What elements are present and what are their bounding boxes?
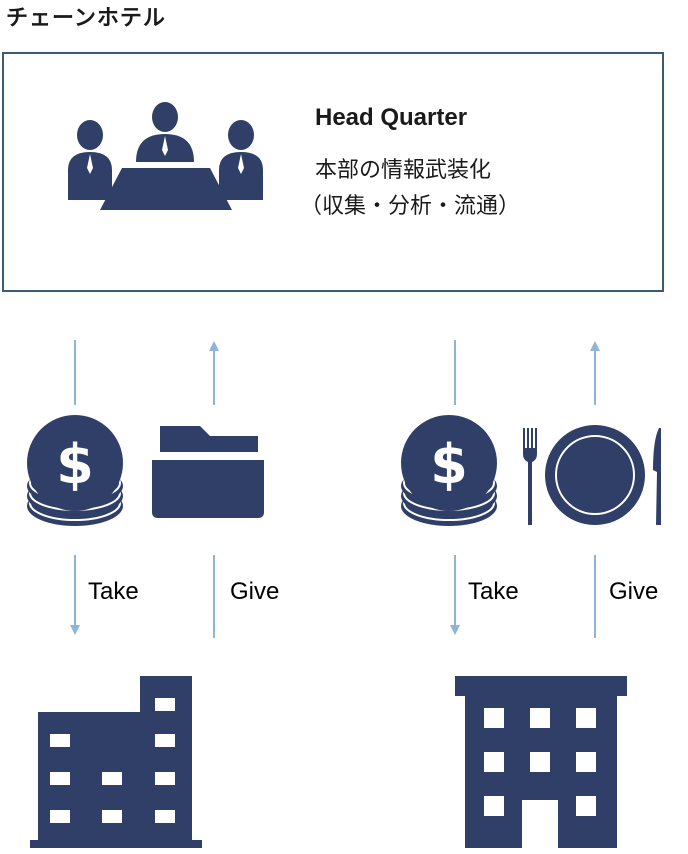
dollar-coins-icon: $ (401, 415, 497, 526)
folder-icon (152, 426, 264, 518)
headquarter-title: Head Quarter (315, 104, 468, 131)
page-title: チェーンホテル (6, 6, 166, 31)
headquarter-subdescription: （収集・分析・流通） (300, 194, 521, 219)
left-give-label: Give (230, 578, 279, 605)
svg-text:$: $ (56, 433, 94, 496)
headquarter-description: 本部の情報武装化 (315, 158, 492, 183)
meeting-icon (68, 102, 263, 210)
fork-icon (523, 428, 537, 525)
office-building-icon (30, 676, 202, 848)
dollar-coins-icon: $ (27, 415, 123, 526)
hotel-building-icon (455, 676, 627, 848)
right-give-label: Give (609, 578, 658, 605)
right-take-label: Take (468, 578, 519, 605)
left-take-label: Take (88, 578, 139, 605)
knife-icon (653, 428, 661, 525)
headquarter-box (2, 52, 664, 292)
svg-text:$: $ (430, 433, 468, 496)
plate-icon (545, 425, 645, 525)
